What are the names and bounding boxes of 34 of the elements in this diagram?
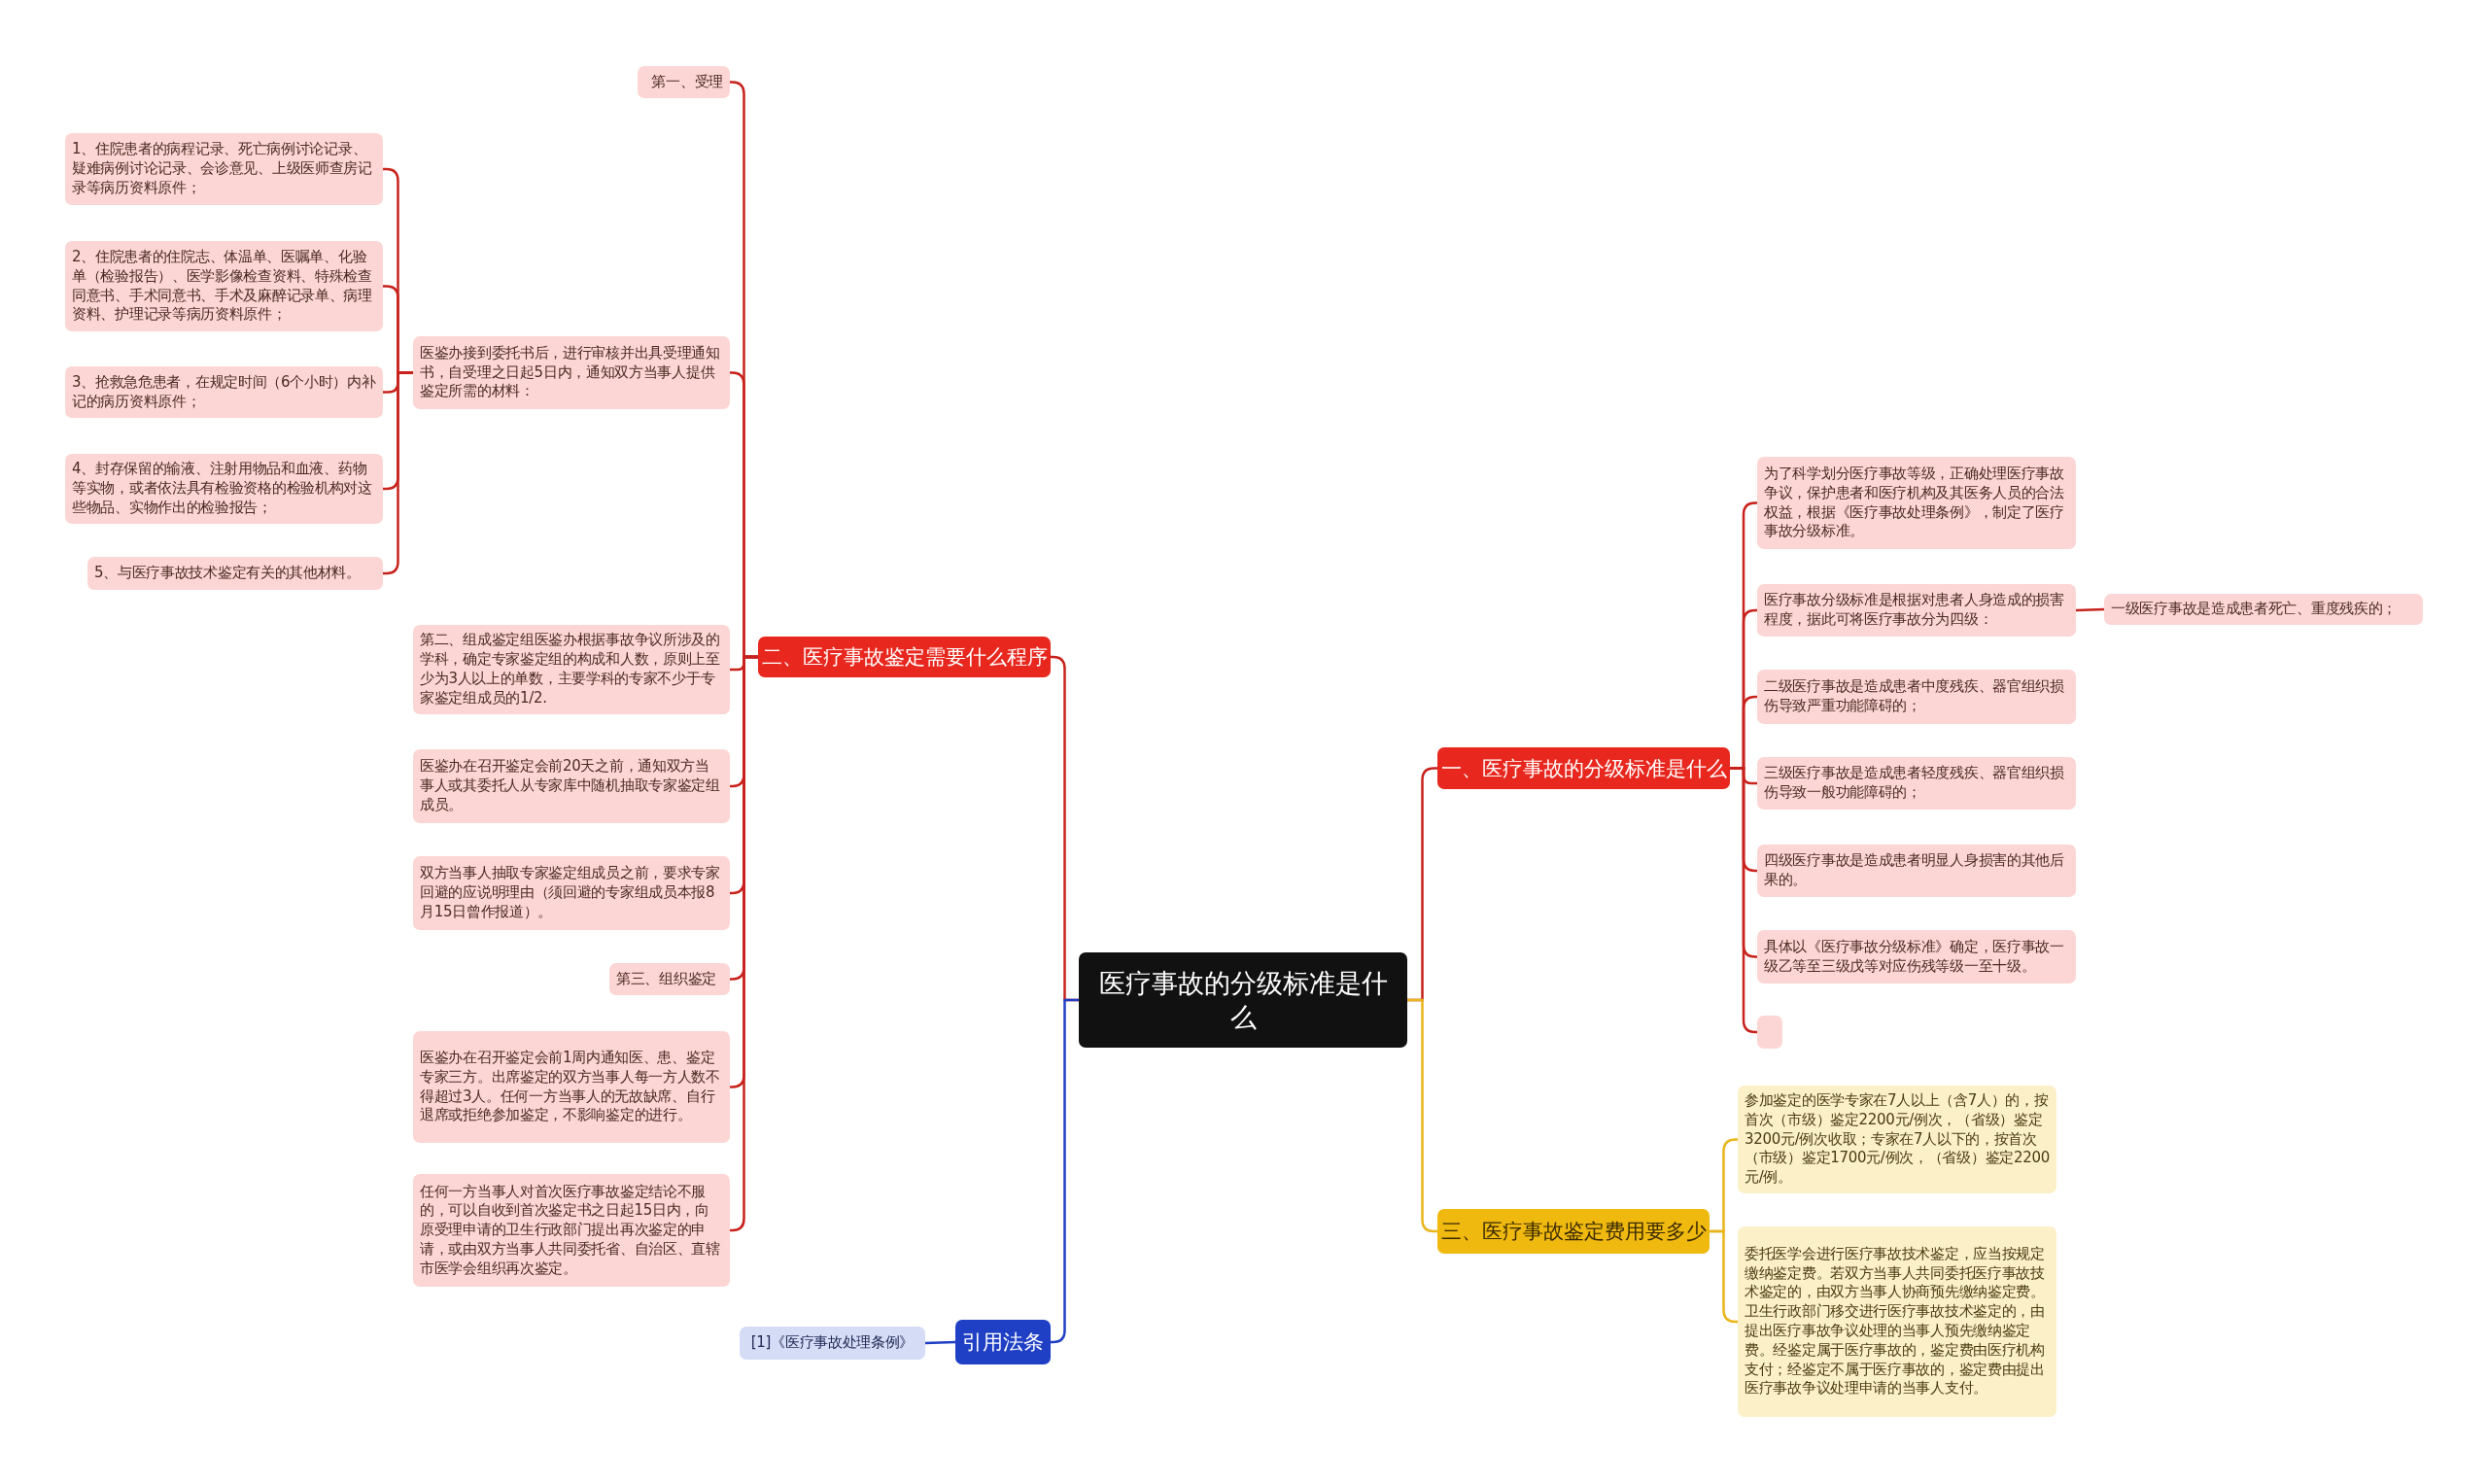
note-box: 1、住院患者的病程记录、死亡病例讨论记录、疑难病例讨论记录、会诊意见、上级医师查房记录等病历资料原件；: [65, 133, 383, 205]
note-box: 任何一方当事人对首次医疗事故鉴定结论不服的，可以自收到首次鉴定书之日起15日内，向原受理申请的卫生行政部门提出再次鉴定的申请，或由双方当事人共同委托省、自治区、直辖市医学会组织再次鉴定。: [413, 1174, 730, 1287]
note-box: 三级医疗事故是造成患者轻度残疾、器官组织损伤导致一般功能障碍的；: [1757, 757, 2076, 810]
note-box: 双方当事人抽取专家鉴定组成员之前，要求专家回避的应说明理由（须回避的专家组成员本报8月15日曾作报道）。: [413, 856, 730, 930]
note-box: 4、封存保留的输液、注射用物品和血液、药物等实物，或者依法具有检验资格的检验机构对这些物品、实物作出的检验报告；: [65, 454, 383, 524]
connector-line: [1051, 998, 1079, 1344]
note-box: 医鉴办在召开鉴定会前1周内通知医、患、鉴定专家三方。出席鉴定的双方当事人每一方人数不得超过3人。任何一方当事人的无故缺席、自行退席或拒绝参加鉴定，不影响鉴定的进行。: [413, 1031, 730, 1143]
note-box: 第三、组织鉴定: [609, 963, 730, 995]
note-box: 3、抢救急危患者，在规定时间（6个小时）内补记的病历资料原件；: [65, 366, 383, 418]
note-box: 第一、受理: [638, 66, 730, 98]
topic-box: 三、医疗事故鉴定费用要多少: [1437, 1209, 1710, 1254]
topic-box: 引用法条: [955, 1320, 1051, 1364]
note-box: 四级医疗事故是造成患者明显人身损害的其他后果的。: [1757, 845, 2076, 897]
note-box: 具体以《医疗事故分级标准》确定，医疗事故一级乙等至三级戊等对应伤残等级一至十级。: [1757, 930, 2076, 984]
connector-line: [729, 655, 758, 1232]
central-topic: 医疗事故的分级标准是什么: [1079, 952, 1407, 1048]
connector-line: [924, 1340, 956, 1345]
note-box: 为了科学划分医疗事故等级，正确处理医疗事故争议，保护患者和医疗机构及其医务人员的合法权益，根据《医疗事故处理条例》，制定了医疗事故分级标准。: [1757, 457, 2076, 549]
note-box: 医疗事故分级标准是根据对患者人身造成的损害程度，据此可将医疗事故分为四级：: [1757, 584, 2076, 637]
note-box: 医鉴办接到委托书后，进行审核并出具受理通知书，自受理之日起5日内，通知双方当事人提供鉴定所需的材料：: [413, 336, 730, 409]
note-box: 一级医疗事故是造成患者死亡、重度残疾的；: [2104, 594, 2423, 625]
note-box: 2、住院患者的住院志、体温单、医嘱单、化验单（检验报告）、医学影像检查资料、特殊检查同意书、手术同意书、手术及麻醉记录单、病理资料、护理记录等病历资料原件；: [65, 241, 383, 331]
empty-box: [1757, 1016, 1782, 1049]
note-box: 委托医学会进行医疗事故技术鉴定，应当按规定缴纳鉴定费。若双方当事人共同委托医疗事故技术鉴定的，由双方当事人协商预先缴纳鉴定费。卫生行政部门移交进行医疗事故技术鉴定的，由提出医疗事故争议处理的当事人预先缴纳鉴定费。经鉴定属于医疗事故的，鉴定费由医疗机构支付；经鉴定不属于医疗事故的，鉴定费由提出医疗事故争议处理申请的当事人支付。: [1738, 1226, 2056, 1417]
note-box: 参加鉴定的医学专家在7人以上（含7人）的，按首次（市级）鉴定2200元/例次，（省级）鉴定3200元/例次收取；专家在7人以下的，按首次（市级）鉴定1700元/例次，（省级）鉴定2200元/例。: [1738, 1086, 2056, 1193]
note-box: 医鉴办在召开鉴定会前20天之前，通知双方当事人或其委托人从专家库中随机抽取专家鉴定组成员。: [413, 749, 730, 823]
reference-box: [1]《医疗事故处理条例》: [740, 1327, 925, 1360]
note-box: 第二、组成鉴定组医鉴办根据事故争议所涉及的学科，确定专家鉴定组的构成和人数，原则上至少为3人以上的单数，主要学科的专家不少于专家鉴定组成员的1/2.: [413, 625, 730, 714]
topic-box: 一、医疗事故的分级标准是什么: [1437, 747, 1730, 789]
connector-line: [1710, 1229, 1738, 1324]
note-box: 二级医疗事故是造成患者中度残疾、器官组织损伤导致严重功能障碍的；: [1757, 670, 2076, 724]
connector-line: [2075, 607, 2105, 612]
topic-box: 二、医疗事故鉴定需要什么程序: [758, 637, 1051, 677]
note-box: 5、与医疗事故技术鉴定有关的其他材料。: [87, 557, 383, 590]
